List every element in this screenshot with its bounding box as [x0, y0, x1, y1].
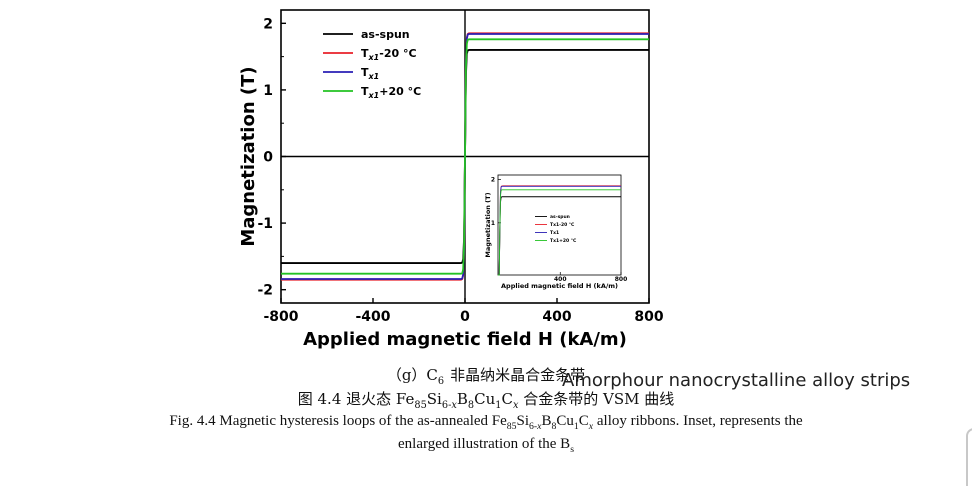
sub-caption-subscript: 6: [437, 376, 445, 387]
figure-caption-en-line2: enlarged illustration of the Bs: [0, 436, 972, 455]
y-tick-label: 2: [263, 16, 273, 32]
fig-en-b-sub: 8: [551, 421, 557, 432]
fig-cn-b-sub: 8: [467, 400, 475, 411]
fig-en-cu-sub: 1: [573, 421, 579, 432]
figure-caption-cn: 图 4.4 退火态 Fe85Si6-xB8Cu1Cx 合金条带的 VSM 曲线: [297, 390, 675, 411]
legend-entry-3: Tx1+20 °C: [361, 85, 421, 100]
x-axis-title: Applied magnetic field H (kA/m): [303, 329, 627, 350]
figure-caption-en-line1: Fig. 4.4 Magnetic hysteresis loops of th…: [169, 413, 803, 432]
fig-en-c-sub: x: [588, 421, 594, 432]
y-tick-label: -2: [257, 283, 273, 299]
fig-cn-c-sub: x: [512, 400, 519, 411]
fig-en-prefix: Fig. 4.4 Magnetic hysteresis loops of th…: [169, 413, 507, 429]
inset-y-axis-title: Magnetization (T): [484, 192, 492, 257]
fig-cn-si-sub: 6-x: [441, 400, 457, 411]
inset-series-line: [498, 185, 621, 276]
window-edge-decoration: [966, 428, 972, 486]
legend-entry-1: Tx1-20 °C: [361, 47, 417, 62]
fig-cn-suffix: 合金条带的 VSM 曲线: [523, 390, 675, 408]
fig-en-si-sub: 6-x: [529, 421, 542, 432]
y-axis-title: Magnetization (T): [238, 66, 259, 246]
inset-frame: [497, 174, 622, 276]
inset-legend-entry: as-spun: [550, 215, 570, 220]
x-tick-label: 400: [542, 309, 571, 325]
overlay-annotation: Amorphour nanocrystalline alloy strips: [562, 370, 911, 391]
fig-en-fe-sub: 85: [506, 421, 517, 432]
sub-caption-label: （g）C: [386, 366, 438, 384]
legend-entry-0: as-spun: [361, 28, 410, 41]
inset-legend-entry: Tx1: [550, 230, 559, 236]
legend-entry-2: Tx1: [361, 66, 379, 81]
fig-en-line2: enlarged illustration of the B: [398, 436, 571, 452]
sub-figure-caption: （g）C6 非晶纳米晶合金条带: [0, 364, 972, 387]
sub-caption-cn: 非晶纳米晶合金条带: [450, 366, 586, 384]
inset-x-axis-title: Applied magnetic field H (kA/m): [501, 282, 618, 290]
y-tick-label: -1: [257, 216, 273, 232]
inset-x-tick-label: 800: [615, 276, 628, 283]
inset-y-tick-label: 2: [491, 176, 495, 183]
x-tick-label: -800: [263, 309, 298, 325]
fig-cn-cu-sub: 1: [495, 400, 502, 411]
inset-series-line: [498, 189, 621, 276]
inset-legend-entry: Tx1-20 °C: [550, 222, 575, 228]
inset-x-tick-label: 400: [554, 276, 567, 283]
x-tick-label: 0: [460, 309, 470, 325]
fig-cn-fe-sub: 85: [414, 400, 427, 411]
inset-y-tick-label: 1: [491, 220, 495, 227]
y-tick-label: 0: [263, 150, 273, 166]
inset-series-line: [498, 196, 621, 276]
x-tick-label: 800: [634, 309, 663, 325]
y-tick-label: 1: [263, 83, 273, 99]
inset-legend-entry: Tx1+20 °C: [550, 238, 577, 244]
fig-cn-prefix: 图 4.4 退火态 Fe: [297, 390, 415, 408]
x-tick-label: -400: [355, 309, 390, 325]
fig-en-suffix: alloy ribbons. Inset, represents the: [596, 413, 803, 429]
series-line-tx1-20-c: [281, 38, 649, 275]
fig-en-line2-sub: s: [570, 444, 574, 455]
